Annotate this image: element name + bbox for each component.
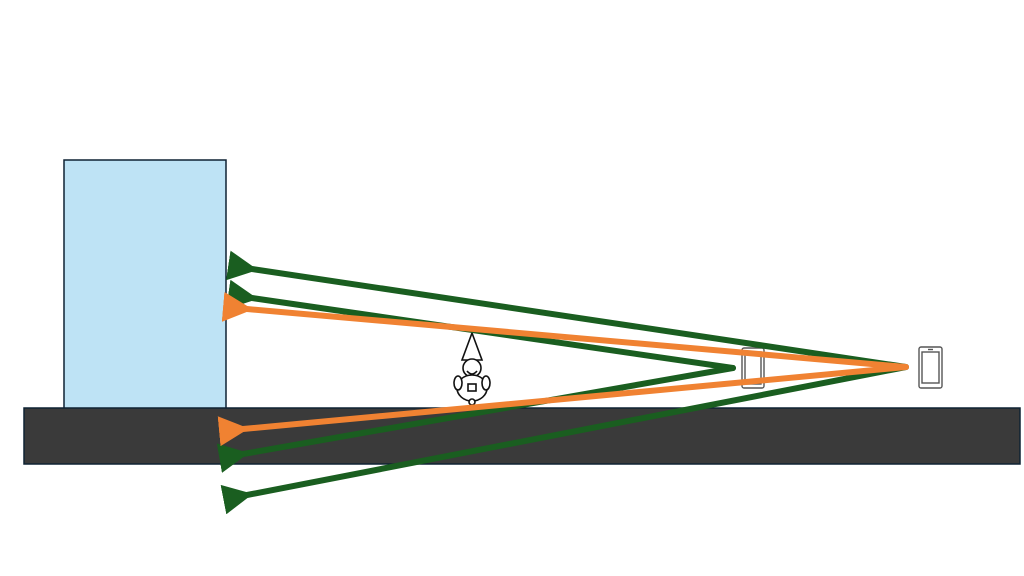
orange-ray-ground: [217, 364, 909, 447]
wall: [63, 159, 227, 410]
orange-ray-wall: [221, 291, 909, 370]
green-ray-direct-ground: [220, 364, 909, 515]
green-ray-direct-wall: [226, 250, 909, 370]
phone-far-icon: [918, 346, 943, 389]
gnome-icon: [453, 330, 491, 406]
ground: [23, 407, 1021, 465]
green-ray-near-ground: [216, 365, 736, 473]
